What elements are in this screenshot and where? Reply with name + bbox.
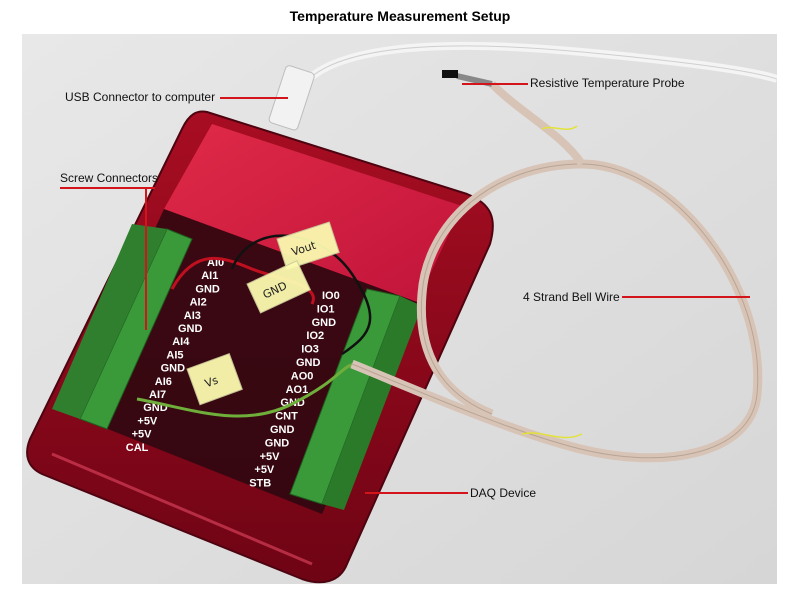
- right-pin-label: CNT: [275, 411, 298, 423]
- right-pin-label: GND: [312, 317, 337, 329]
- annotation-screw: Screw Connectors: [60, 171, 159, 185]
- setup-photo: AI0AI1GNDAI2AI3GNDAI4AI5GNDAI6AI7GND+5V+…: [22, 34, 777, 584]
- left-pin-label: AI7: [149, 389, 166, 401]
- left-pin-label: CAL: [126, 442, 149, 454]
- tape-vs-text: Vs: [203, 373, 220, 390]
- left-pin-label: AI2: [190, 297, 207, 309]
- tape-gnd: GND: [246, 260, 312, 314]
- left-pin-label: AI3: [184, 310, 201, 322]
- leader-screw-v: [145, 188, 147, 330]
- right-pin-labels: IO0IO1GNDIO2IO3GNDAO0AO1GNDCNTGNDGND+5V+…: [249, 290, 340, 490]
- right-pin-label: IO0: [322, 290, 340, 302]
- bell-wire-lead: [489, 81, 586, 167]
- annotation-probe: Resistive Temperature Probe: [530, 76, 685, 90]
- device-lid: [164, 124, 462, 302]
- left-pin-label: AI4: [172, 336, 190, 348]
- annotation-daq: DAQ Device: [470, 486, 537, 500]
- right-terminal-block: [289, 288, 422, 510]
- right-pin-label: GND: [296, 357, 321, 369]
- figure-title: Temperature Measurement Setup: [289, 8, 511, 24]
- left-pin-label: GND: [161, 363, 186, 375]
- tape-vout: Vout: [276, 221, 340, 271]
- probe-leads: [456, 73, 493, 87]
- annotation-usb: USB Connector to computer: [65, 90, 216, 104]
- daq-device-rim: [51, 452, 313, 566]
- black-wire: [230, 234, 372, 356]
- right-pin-label: STB: [249, 478, 271, 490]
- left-pin-label: GND: [195, 283, 220, 295]
- left-pin-label: +5V: [132, 429, 153, 441]
- usb-connector: [268, 65, 315, 131]
- right-pin-label: +5V: [260, 451, 281, 463]
- right-pin-label: GND: [265, 437, 290, 449]
- left-pin-label: AI6: [155, 376, 172, 388]
- leader-screw-h: [60, 187, 155, 189]
- leader-bell-wire: [622, 296, 750, 298]
- right-pin-label: AO0: [291, 370, 314, 382]
- left-pin-label: AI5: [166, 349, 183, 361]
- right-pin-label: IO2: [306, 330, 324, 342]
- green-wire: [136, 362, 358, 418]
- left-pin-label: +5V: [137, 415, 158, 427]
- right-pin-label: +5V: [254, 464, 275, 476]
- left-terminal-block: [52, 224, 193, 430]
- left-pin-label: AI1: [201, 270, 218, 282]
- temperature-probe: [442, 70, 458, 78]
- leader-usb: [220, 97, 288, 99]
- right-pin-label: IO3: [301, 344, 319, 356]
- right-pin-label: AO1: [286, 384, 309, 396]
- leader-daq: [365, 492, 468, 494]
- leader-probe: [462, 83, 528, 85]
- annotation-bell-wire: 4 Strand Bell Wire: [523, 290, 620, 304]
- tape-vs: Vs: [186, 352, 243, 406]
- right-pin-label: GND: [270, 424, 295, 436]
- right-pin-label: IO1: [317, 303, 335, 315]
- left-pin-label: GND: [178, 323, 203, 335]
